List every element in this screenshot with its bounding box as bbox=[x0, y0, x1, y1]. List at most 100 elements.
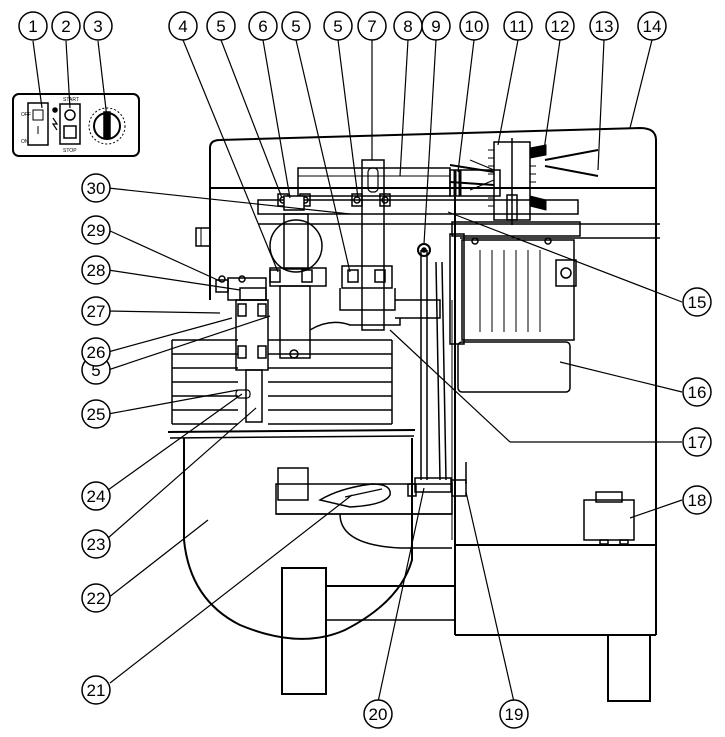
base-frame bbox=[281, 567, 656, 702]
mixing-bowl bbox=[167, 429, 416, 640]
callout-5: 5 bbox=[323, 11, 353, 41]
motor bbox=[449, 233, 577, 393]
planetary-shaft bbox=[283, 213, 309, 270]
callout-number: 21 bbox=[87, 681, 106, 700]
callout-number: 5 bbox=[333, 17, 342, 36]
callout-circle bbox=[83, 11, 113, 41]
callout-28: 28 bbox=[81, 255, 111, 285]
timer-knob bbox=[103, 111, 111, 139]
electric-warning-icon bbox=[51, 117, 59, 131]
power-switch bbox=[27, 102, 49, 146]
callout-number: 14 bbox=[643, 17, 662, 36]
callout-number: 1 bbox=[28, 17, 37, 36]
start-button bbox=[64, 109, 76, 121]
callout-circle bbox=[503, 11, 533, 41]
callout-number: 20 bbox=[369, 705, 388, 724]
motor-mount-plate bbox=[451, 221, 581, 237]
callout-number: 5 bbox=[216, 17, 225, 36]
callout-number: 2 bbox=[61, 17, 70, 36]
stop-button bbox=[63, 125, 77, 139]
head-cover bbox=[209, 126, 657, 189]
control-panel: OFF ON START STOP bbox=[12, 93, 140, 157]
callout-number: 27 bbox=[87, 302, 106, 321]
callout-10: 10 bbox=[459, 11, 489, 41]
callout-circle bbox=[323, 11, 353, 41]
callout-19: 19 bbox=[499, 699, 529, 729]
callout-number: 17 bbox=[688, 433, 707, 452]
callout-number: 26 bbox=[87, 343, 106, 362]
callout-circle bbox=[637, 11, 667, 41]
label-off: OFF bbox=[21, 112, 31, 118]
callout-circle bbox=[81, 337, 111, 367]
callout-circle bbox=[168, 11, 198, 41]
spindle-housing bbox=[235, 299, 269, 371]
callout-number: 24 bbox=[87, 487, 106, 506]
callout-circle bbox=[81, 173, 111, 203]
callout-number: 5 bbox=[291, 17, 300, 36]
callout-6: 6 bbox=[248, 11, 278, 41]
callout-circle bbox=[51, 11, 81, 41]
callout-2: 2 bbox=[51, 11, 81, 41]
limit-switch bbox=[451, 479, 467, 497]
callout-7: 7 bbox=[357, 11, 387, 41]
callout-circle bbox=[363, 699, 393, 729]
bowl-body bbox=[183, 438, 413, 640]
callout-number: 25 bbox=[87, 405, 106, 424]
callout-circle bbox=[81, 215, 111, 245]
callout-number: 18 bbox=[688, 491, 707, 510]
lift-bracket bbox=[414, 477, 452, 493]
callout-number: 19 bbox=[505, 705, 524, 724]
callout-14: 14 bbox=[637, 11, 667, 41]
callout-1: 1 bbox=[18, 11, 48, 41]
callout-circle bbox=[589, 11, 619, 41]
callout-13: 13 bbox=[589, 11, 619, 41]
callout-number: 11 bbox=[509, 17, 527, 36]
callout-number: 29 bbox=[87, 221, 106, 240]
callout-8: 8 bbox=[393, 11, 423, 41]
agitator-shaft bbox=[245, 369, 263, 423]
callout-number: 6 bbox=[258, 17, 267, 36]
callout-circle bbox=[682, 377, 712, 407]
callout-number: 30 bbox=[87, 179, 106, 198]
side-knob bbox=[195, 227, 211, 247]
upper-plate bbox=[257, 199, 579, 215]
callout-number: 28 bbox=[87, 261, 106, 280]
callout-circle bbox=[81, 296, 111, 326]
callout-number: 10 bbox=[465, 17, 484, 36]
callout-circle bbox=[81, 529, 111, 559]
callout-9: 9 bbox=[421, 11, 451, 41]
front-leg bbox=[281, 567, 327, 695]
callout-circle bbox=[81, 481, 111, 511]
upper-bearings bbox=[277, 193, 391, 211]
electrical-box bbox=[583, 491, 635, 545]
callout-circle bbox=[682, 485, 712, 515]
callout-circle bbox=[81, 399, 111, 429]
callout-circle bbox=[545, 11, 575, 41]
motor-end-cap bbox=[457, 341, 571, 393]
rear-leg bbox=[607, 634, 651, 702]
callout-5: 5 bbox=[206, 11, 236, 41]
main-shaft bbox=[361, 159, 385, 331]
callout-17: 17 bbox=[682, 427, 712, 457]
callout-12: 12 bbox=[545, 11, 575, 41]
callout-circle bbox=[357, 11, 387, 41]
callout-circle bbox=[682, 427, 712, 457]
label-start: START bbox=[63, 97, 79, 103]
planetary-gear bbox=[269, 219, 323, 273]
callout-circle bbox=[248, 11, 278, 41]
leader-lines bbox=[32, 39, 683, 703]
callout-circle bbox=[81, 675, 111, 705]
callout-circle bbox=[81, 255, 111, 285]
callout-4: 4 bbox=[168, 11, 198, 41]
callout-number: 22 bbox=[87, 589, 106, 608]
callout-number: 4 bbox=[178, 17, 187, 36]
callout-5: 5 bbox=[281, 11, 311, 41]
motor-body bbox=[461, 239, 575, 341]
callout-circle bbox=[281, 11, 311, 41]
indicator-lamp bbox=[52, 107, 58, 113]
callout-circle bbox=[459, 11, 489, 41]
callout-30: 30 bbox=[81, 173, 111, 203]
callout-number: 12 bbox=[551, 17, 570, 36]
